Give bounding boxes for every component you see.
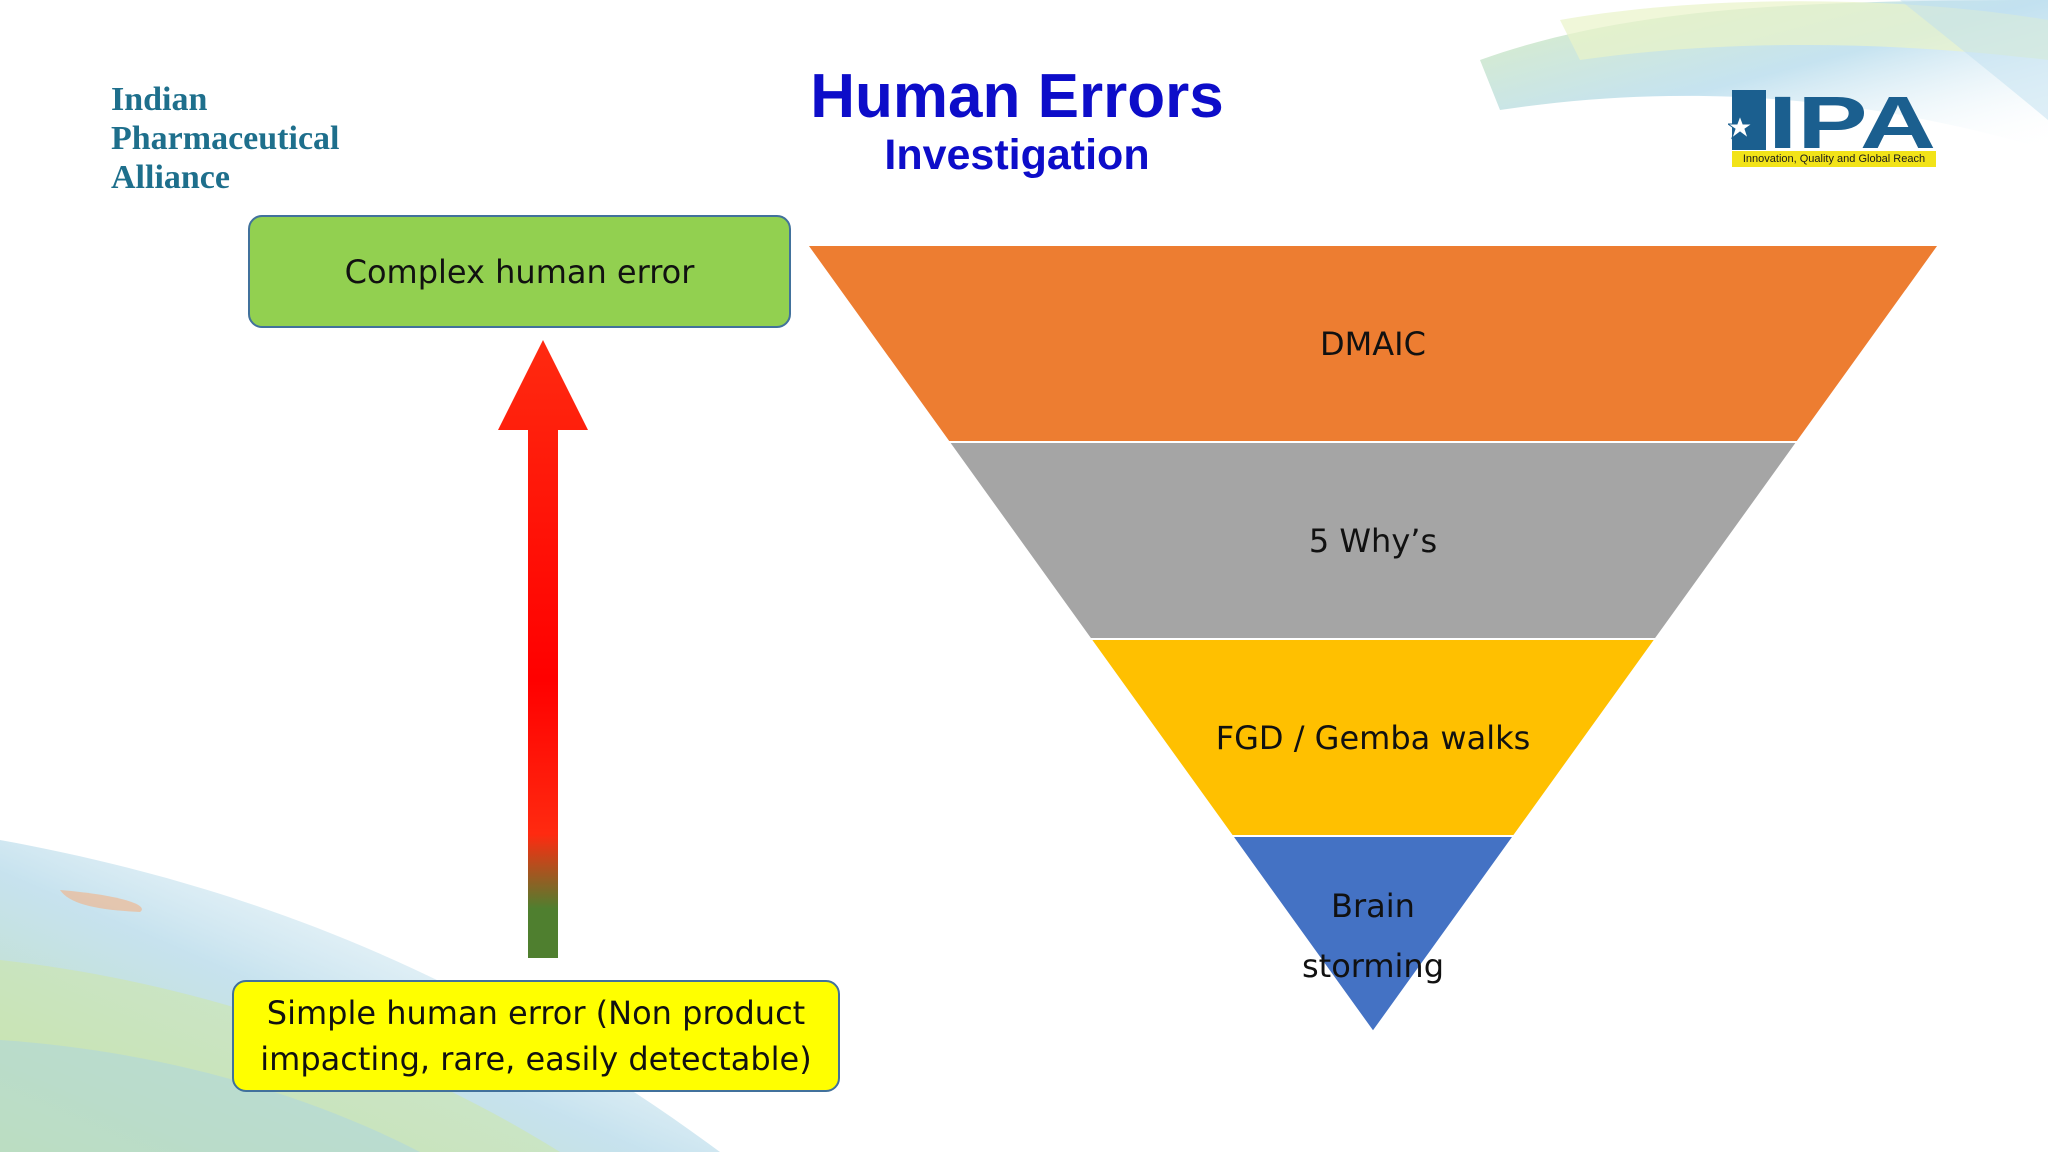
funnel-level-2-label: 5 Why’s <box>1308 521 1438 560</box>
ipa-logo: IPA <box>1728 84 1936 164</box>
slide-subtitle: Investigation <box>884 131 1150 179</box>
funnel-level-4-label: Brain storming <box>1301 887 1445 985</box>
slide-title: Human Errors <box>810 62 1224 131</box>
funnel-level-3-label: FGD / Gemba walks <box>1215 718 1531 757</box>
org-name-line-2: Pharmaceutical <box>111 120 340 157</box>
simple-error-label: Simple human error (Non product impactin… <box>260 994 812 1078</box>
simple-error-box: Simple human error (Non product impactin… <box>232 980 840 1092</box>
complex-error-box: Complex human error <box>248 215 791 328</box>
organization-name: Indian Pharmaceutical Alliance <box>111 80 340 197</box>
complex-error-label: Complex human error <box>344 252 695 291</box>
org-name-line-1: Indian <box>111 81 208 118</box>
logo-text: IPA <box>1768 84 1936 164</box>
logo-tagline: Innovation, Quality and Global Reach <box>1732 151 1936 167</box>
funnel-level-1-label: DMAIC <box>1320 324 1426 363</box>
escalation-arrow <box>498 340 588 958</box>
funnel-level-4 <box>1230 835 1516 1034</box>
org-name-line-3: Alliance <box>111 159 230 196</box>
